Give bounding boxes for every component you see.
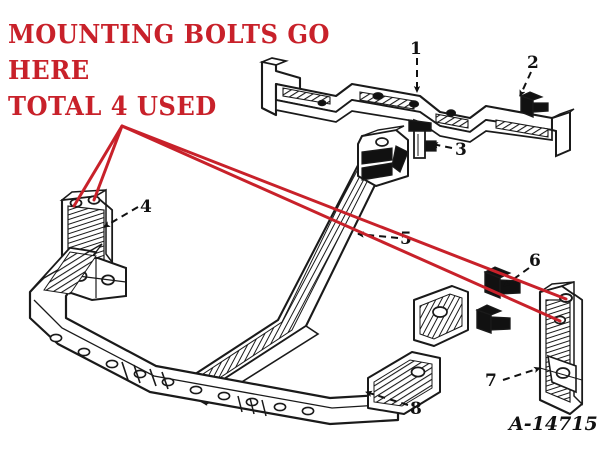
callout-number-6: 6 — [529, 251, 541, 271]
annotation-line-mounting-bolts-go: MOUNTING BOLTS GO — [8, 20, 330, 50]
callout-number-5: 5 — [400, 229, 412, 249]
callout-number-8: 8 — [410, 399, 422, 419]
callout-number-4: 4 — [140, 197, 152, 217]
leader-2 — [519, 71, 532, 97]
red-line-to-right-bracket-b — [120, 124, 562, 323]
part-8-lower-frame-rail — [28, 243, 469, 426]
callout-numbers: 1 2 3 4 5 6 7 8 — [140, 39, 541, 419]
callout-number-2: 2 — [527, 53, 539, 73]
leader-3 — [431, 142, 453, 149]
leader-7 — [502, 366, 541, 381]
part-2-bolt — [519, 91, 549, 119]
drawing-number: A-14715 — [507, 413, 598, 435]
callout-leader-lines — [103, 58, 541, 406]
red-pointer-lines — [72, 124, 568, 323]
leader-8 — [365, 390, 409, 406]
part-1-upper-cross-brace — [259, 57, 575, 158]
part-3-bolt — [408, 118, 437, 159]
leader-5 — [357, 231, 399, 239]
part-7-right-side-bracket — [538, 280, 584, 416]
annotation-line-total-4-used: TOTAL 4 USED — [8, 92, 217, 122]
callout-number-3: 3 — [455, 140, 467, 160]
red-line-to-right-bracket-a — [120, 124, 568, 301]
red-line-to-left-bracket-a — [72, 124, 124, 208]
leader-4 — [103, 206, 139, 228]
callout-number-7: 7 — [485, 371, 497, 391]
annotation-line-here: HERE — [8, 56, 90, 86]
leader-6 — [503, 267, 530, 287]
red-line-to-left-bracket-b — [92, 124, 124, 202]
callout-number-1: 1 — [410, 39, 422, 59]
